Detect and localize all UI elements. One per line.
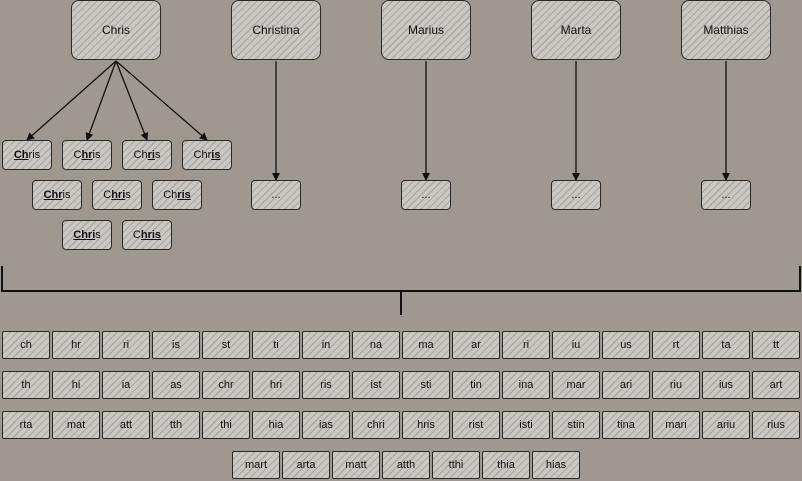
- ngram-token: hi: [52, 371, 100, 399]
- arrow-edge: [85, 60, 117, 141]
- ngram-token: ch: [2, 331, 50, 359]
- ngram-token: ius: [702, 371, 750, 399]
- placeholder-node: ...: [551, 180, 601, 210]
- ngram-token: ti: [252, 331, 300, 359]
- arrow-edge: [26, 60, 117, 141]
- ngram-token: art: [752, 371, 800, 399]
- ngram-token: rist: [452, 411, 500, 439]
- ngram-token: tthi: [432, 451, 480, 479]
- ngram-token: ina: [502, 371, 550, 399]
- ngram-token: atth: [382, 451, 430, 479]
- grouping-bracket: [1, 266, 801, 315]
- ngram-token: is: [152, 331, 200, 359]
- ngram-token: arta: [282, 451, 330, 479]
- parent-node-chris: Chris: [71, 0, 161, 60]
- ngram-token: tt: [752, 331, 800, 359]
- ngram-token: us: [602, 331, 650, 359]
- ngram-token: rius: [752, 411, 800, 439]
- ngram-token: iu: [552, 331, 600, 359]
- ngram-token: matt: [332, 451, 380, 479]
- ngram-token: ist: [352, 371, 400, 399]
- ngram-token: ri: [102, 331, 150, 359]
- ngram-token: tina: [602, 411, 650, 439]
- ngram-token: tin: [452, 371, 500, 399]
- ngram-token: ias: [302, 411, 350, 439]
- ngram-token: tth: [152, 411, 200, 439]
- ngram-token: mart: [232, 451, 280, 479]
- ngram-token: att: [102, 411, 150, 439]
- ngram-token: ta: [702, 331, 750, 359]
- ngram-token: ma: [402, 331, 450, 359]
- ngram-token: ar: [452, 331, 500, 359]
- placeholder-node: ...: [401, 180, 451, 210]
- ngram-token: as: [152, 371, 200, 399]
- ngram-token: hias: [532, 451, 580, 479]
- ngram-token: chr: [202, 371, 250, 399]
- parent-node-marius: Marius: [381, 0, 471, 60]
- ngram-token: rt: [652, 331, 700, 359]
- parent-node-matthias: Matthias: [681, 0, 771, 60]
- ngram-token: hri: [252, 371, 300, 399]
- placeholder-node: ...: [701, 180, 751, 210]
- ngram-token: hris: [402, 411, 450, 439]
- ngram-token: ari: [602, 371, 650, 399]
- ngram-token: rta: [2, 411, 50, 439]
- ngram-token: na: [352, 331, 400, 359]
- ngram-token: mari: [652, 411, 700, 439]
- ngram-token: mar: [552, 371, 600, 399]
- parent-node-marta: Marta: [531, 0, 621, 60]
- ngram-token: thi: [202, 411, 250, 439]
- ngram-token: in: [302, 331, 350, 359]
- ngram-token: riu: [652, 371, 700, 399]
- ngram-token: st: [202, 331, 250, 359]
- placeholder-node: ...: [251, 180, 301, 210]
- ngram-token: thia: [482, 451, 530, 479]
- arrow-edge: [115, 60, 208, 141]
- arrow-edge: [115, 60, 149, 141]
- ngram-token: ia: [102, 371, 150, 399]
- ngram-token: mat: [52, 411, 100, 439]
- ngram-token: chri: [352, 411, 400, 439]
- ngram-token: th: [2, 371, 50, 399]
- ngram-token: ariu: [702, 411, 750, 439]
- ngram-token: sti: [402, 371, 450, 399]
- ngram-token: stin: [552, 411, 600, 439]
- ngram-token: ris: [302, 371, 350, 399]
- parent-node-christina: Christina: [231, 0, 321, 60]
- ngram-token: isti: [502, 411, 550, 439]
- ngram-token: hia: [252, 411, 300, 439]
- ngram-token: ri: [502, 331, 550, 359]
- ngram-token: hr: [52, 331, 100, 359]
